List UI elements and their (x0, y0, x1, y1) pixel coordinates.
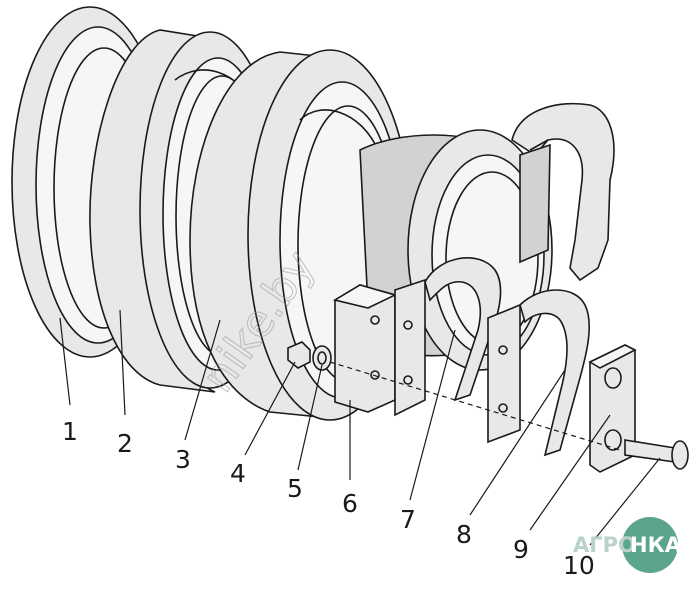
agronika-logo: АГРО НКА (573, 517, 682, 573)
leader-lines (59, 309, 661, 546)
part-7-u-clip (394, 257, 502, 417)
logo-circle (622, 517, 678, 573)
callout-labels: 1 2 3 4 5 6 7 8 9 10 (62, 417, 595, 580)
logo-text-left: АГРО (573, 533, 636, 557)
callout-5: 5 (287, 474, 303, 503)
bolt-axis (329, 361, 621, 451)
part-10-bolt (624, 439, 689, 470)
part-8-clamp (487, 289, 591, 457)
callout-1: 1 (62, 417, 78, 446)
callout-6: 6 (342, 489, 358, 518)
part-4-nut (287, 341, 311, 369)
callout-3: 3 (175, 445, 191, 474)
callout-2: 2 (117, 429, 133, 458)
part-5-washer (312, 345, 332, 371)
part-6-block (332, 284, 398, 413)
callout-10: 10 (563, 551, 595, 580)
callout-8: 8 (456, 520, 472, 549)
callout-9: 9 (513, 535, 529, 564)
top-saddle-clamp (511, 102, 615, 282)
logo-text-right: НКА (630, 533, 682, 557)
callout-4: 4 (230, 459, 246, 488)
part-9-plate (588, 344, 637, 473)
callout-7: 7 (400, 505, 416, 534)
